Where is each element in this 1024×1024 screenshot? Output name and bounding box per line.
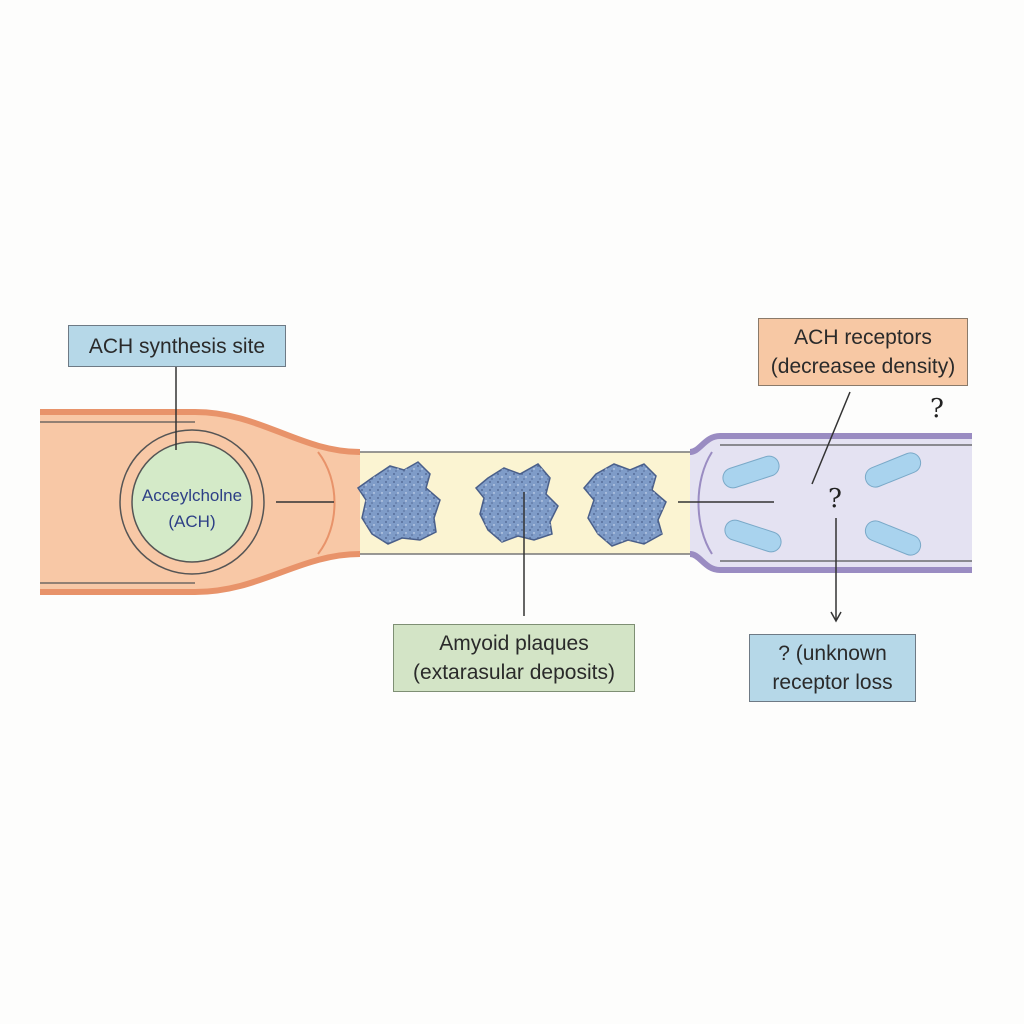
receptor [722, 455, 780, 489]
ach-synthesis-label: ACH synthesis site [88, 334, 266, 358]
postsynaptic-edge [697, 451, 713, 555]
amyloid-plaque [356, 461, 441, 545]
unknown-label-line2: receptor loss [772, 671, 893, 694]
question-mark-top: ? [930, 394, 944, 424]
unknown-label-line1: ? (unknown [778, 642, 887, 665]
acetylcholine-label-line1: Acceylcholne [141, 486, 243, 505]
amyloid-label-line2: (extarasular deposits) [413, 661, 615, 684]
ach-receptors-label-line1: ACH receptors [794, 326, 932, 349]
amyloid-plaque [583, 463, 667, 547]
amyloid-plaques-label-box: Amyoid plaques (extarasular deposits) [393, 624, 635, 692]
presynaptic-membrane-bottom [40, 551, 361, 595]
amyloid-label-line1: Amyoid plaques [439, 632, 589, 655]
ach-synthesis-label-box: ACH synthesis site [68, 325, 286, 367]
receptor [864, 452, 922, 488]
question-mark-receptor: ? [828, 484, 842, 514]
amyloid-plaque [474, 463, 559, 543]
receptor [864, 520, 922, 556]
arrow-head [830, 611, 842, 623]
postsynaptic-membrane-bottom [689, 551, 972, 573]
presynaptic-edge [317, 451, 336, 555]
leader-line-receptors [811, 391, 851, 485]
acetylcholine-label: Acceylcholne (ACH) [122, 483, 262, 535]
acetylcholine-label-line2: (ACH) [168, 512, 216, 531]
postsynaptic-membrane-top [689, 433, 972, 455]
presynaptic-membrane-top [40, 409, 361, 455]
ach-receptors-label-line2: (decreasee density) [770, 355, 956, 378]
receptor [724, 519, 782, 553]
ach-vesicle [131, 441, 253, 563]
unknown-receptor-loss-label-box: ? (unknown receptor loss [749, 634, 916, 702]
ach-receptors-label-box: ACH receptors (decreasee density) [758, 318, 968, 386]
